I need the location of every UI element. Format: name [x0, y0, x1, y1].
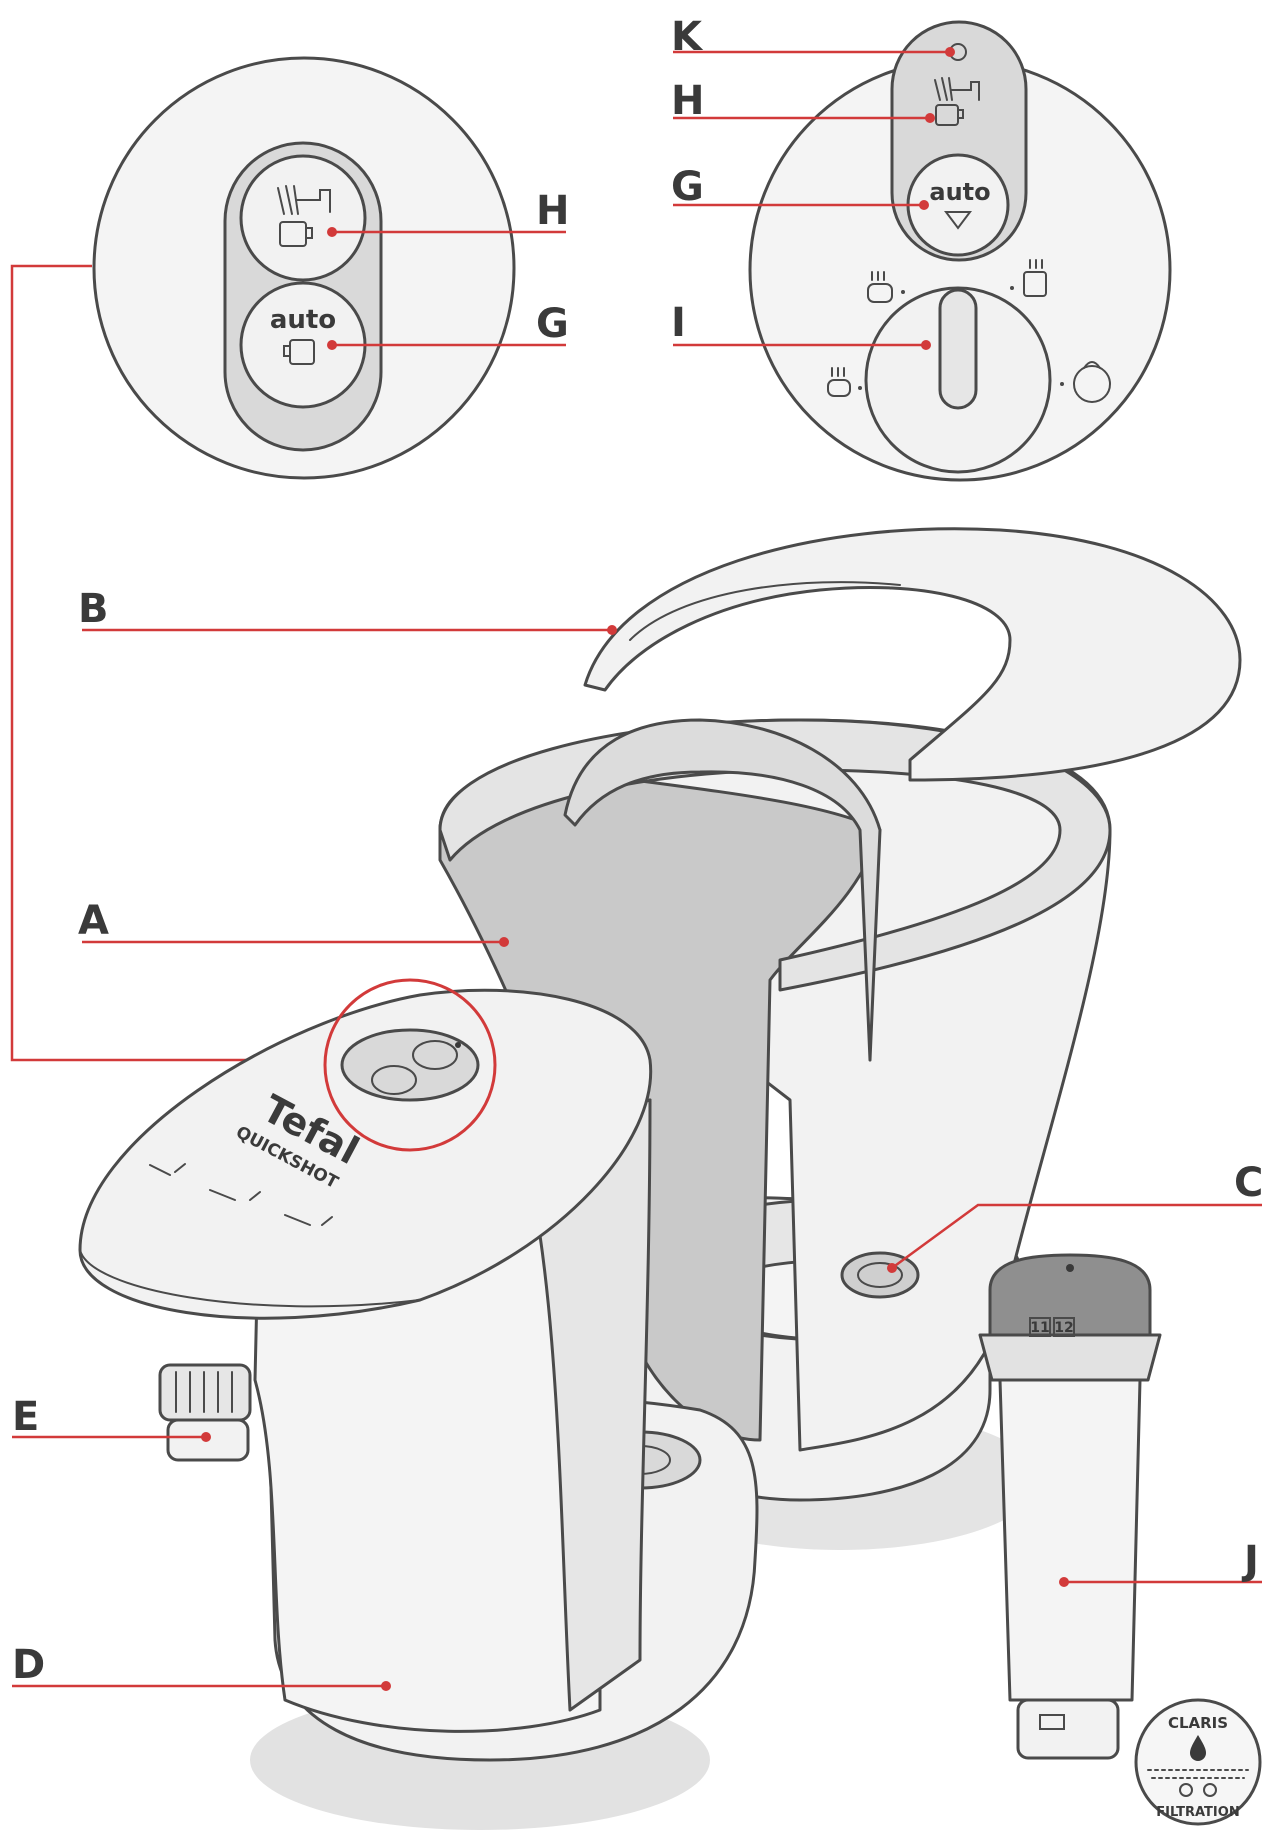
left-tap-button[interactable]: [239, 154, 367, 282]
leader-B: [82, 625, 617, 635]
zoom-highlight-ring: [323, 978, 497, 1152]
label-K: K: [671, 14, 704, 60]
temperature-dial[interactable]: [864, 286, 1052, 474]
filter-cartridge[interactable]: 11 12: [978, 1253, 1162, 1760]
leader-C: [887, 1203, 1262, 1273]
left-zoom-panel: auto H G: [92, 56, 569, 480]
tank-lid[interactable]: [583, 527, 1242, 782]
leader-H-right: [673, 113, 935, 123]
temperature-scale-marks: [149, 1163, 333, 1226]
label-D: D: [12, 1642, 45, 1688]
auto-label: auto: [929, 178, 990, 206]
leader-J: [1059, 1577, 1262, 1587]
label-G-right: G: [671, 164, 704, 210]
kettle-button-area[interactable]: [340, 1028, 480, 1102]
label-H-left: H: [536, 188, 569, 234]
badge-bottom-text: FILTRATION: [1156, 1805, 1239, 1820]
kettle-spout[interactable]: [158, 1363, 252, 1462]
right-zoom-panel: auto: [671, 14, 1172, 482]
left-leader-H: [327, 227, 566, 237]
auto-label: auto: [270, 305, 336, 335]
label-I: I: [671, 300, 686, 346]
badge-top-text: CLARIS: [1168, 1714, 1228, 1732]
leader-K: [673, 47, 955, 57]
cup-icon: [827, 367, 862, 397]
water-tank: [438, 718, 1112, 1550]
filter-dial-12: 12: [1054, 1320, 1073, 1336]
label-B: B: [78, 586, 109, 632]
label-C: C: [1234, 1160, 1263, 1206]
leader-E: [12, 1432, 211, 1442]
right-tap-button[interactable]: [934, 77, 980, 126]
water-drop-icon: [1190, 1735, 1206, 1761]
leader-G-right: [673, 200, 929, 210]
tap-cup-icon: [277, 185, 331, 247]
tank-outlet-valve[interactable]: [840, 1251, 920, 1299]
label-J: J: [1241, 1538, 1259, 1584]
left-leader-G: [327, 340, 566, 350]
auto-arrow-icon: [944, 211, 972, 230]
tank-handle: [563, 718, 882, 1062]
mug-icon: [1010, 259, 1047, 297]
teapot-icon: [1060, 361, 1111, 403]
zoom-connector-line: [10, 264, 340, 1062]
leader-D: [12, 1681, 391, 1691]
auto-cup-icon: [283, 339, 315, 365]
kettle-handle: [518, 1098, 652, 1712]
label-G-left: G: [536, 301, 569, 347]
kettle-body: Tefal QUICKSHOT: [78, 978, 759, 1830]
label-H-right: H: [671, 78, 704, 124]
cup-icon: [867, 271, 905, 303]
leader-I: [673, 340, 931, 350]
claris-filtration-badge: CLARIS FILTRATION: [1134, 1698, 1262, 1826]
label-E: E: [12, 1394, 39, 1440]
kettle-top: [78, 988, 653, 1320]
leader-A: [82, 937, 509, 947]
left-auto-button[interactable]: auto: [239, 281, 367, 409]
label-A: A: [78, 898, 109, 944]
tap-cup-icon: [934, 77, 980, 126]
right-auto-button[interactable]: auto: [906, 153, 1010, 257]
filter-dial-11: 11: [1030, 1320, 1049, 1336]
